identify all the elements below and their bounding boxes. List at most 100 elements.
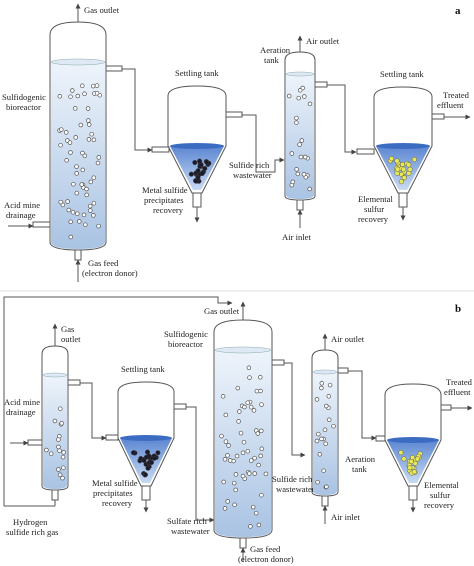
gas-bubble bbox=[248, 524, 253, 529]
reactor-b-1 bbox=[41, 345, 69, 491]
gas-bubble bbox=[247, 375, 252, 380]
gas-bubble bbox=[91, 137, 97, 143]
gas-bubble bbox=[44, 447, 49, 453]
gas-bubble bbox=[256, 462, 261, 468]
gas-bubble bbox=[297, 142, 302, 147]
particle bbox=[197, 158, 203, 164]
gas-bubble bbox=[238, 430, 244, 436]
particle bbox=[142, 472, 148, 478]
aeration-tank-a bbox=[284, 51, 316, 201]
settling-tank-a-1 bbox=[167, 85, 227, 208]
particle bbox=[155, 450, 161, 456]
gas-bubble bbox=[75, 211, 80, 216]
air-inlet-label-a: Air inlet bbox=[282, 232, 311, 242]
gas-bubble bbox=[319, 385, 324, 391]
particle bbox=[401, 175, 407, 181]
gas-bubble bbox=[258, 453, 263, 459]
gas-bubble bbox=[96, 155, 102, 160]
gas-bubble bbox=[84, 192, 89, 198]
elemental-label-b-1: Elemental bbox=[424, 480, 459, 490]
particle bbox=[195, 168, 201, 174]
gas-bubble bbox=[299, 138, 305, 143]
aeration-tank-b bbox=[311, 349, 339, 497]
gas-bubble bbox=[246, 365, 252, 371]
treated-label-b-1: Treated bbox=[446, 377, 473, 387]
gas-bubble bbox=[301, 172, 307, 177]
gas-bubble bbox=[252, 471, 257, 476]
gas-bubble bbox=[87, 203, 93, 209]
gas-bubble bbox=[86, 137, 92, 142]
elemental-label-b-2: sulfur bbox=[430, 490, 450, 500]
particle bbox=[148, 460, 154, 466]
bioreactor-label-a-2: bioreactor bbox=[6, 102, 41, 112]
gas-bubble bbox=[72, 106, 78, 111]
settling-label-a-2: Settling tank bbox=[380, 69, 424, 79]
gas-bubble bbox=[294, 115, 299, 121]
gas-bubble bbox=[235, 385, 241, 391]
gas-bubble bbox=[258, 375, 263, 380]
gas-bubble bbox=[81, 212, 87, 218]
gas-bubble bbox=[316, 431, 321, 437]
gas-bubble bbox=[56, 444, 61, 450]
gas-bubble bbox=[73, 135, 78, 140]
gas-bubble bbox=[322, 427, 328, 433]
gas-bubble bbox=[259, 446, 265, 452]
panel-label-a: a bbox=[455, 5, 461, 17]
gas-bubble bbox=[220, 394, 226, 399]
elemental-label-a-3: recovery bbox=[358, 214, 389, 224]
acid-label-a-1: Acid mine bbox=[4, 200, 40, 210]
gas-bubble bbox=[67, 140, 73, 145]
gas-bubble bbox=[219, 433, 224, 439]
gas-bubble bbox=[70, 88, 75, 93]
gas-feed-label-b-1: Gas feed bbox=[250, 544, 281, 554]
particle bbox=[389, 156, 395, 162]
gas-bubble bbox=[58, 199, 64, 205]
gas-bubble bbox=[58, 142, 63, 148]
gas-bubble bbox=[302, 94, 307, 99]
particle bbox=[145, 465, 151, 471]
gas-bubble bbox=[71, 181, 76, 187]
settling-tank-b-1 bbox=[117, 381, 175, 501]
particle bbox=[394, 170, 400, 176]
particle bbox=[192, 159, 198, 165]
bioreactor-label-a-1: Sulfidogenic bbox=[2, 92, 46, 102]
gas-bubble bbox=[263, 471, 269, 477]
gas-bubble bbox=[289, 151, 295, 156]
gas-bubble bbox=[252, 455, 257, 461]
gas-bubble bbox=[60, 475, 65, 481]
gas-bubble bbox=[86, 122, 92, 127]
gas-bubble bbox=[259, 492, 264, 498]
gas-feed-label-a-1: Gas feed bbox=[88, 258, 119, 268]
gas-bubble bbox=[259, 428, 264, 434]
gas-feed-label-a-2: (electron donor) bbox=[82, 268, 138, 278]
gas-bubble bbox=[255, 431, 261, 436]
particle bbox=[193, 178, 199, 184]
gas-bubble bbox=[242, 404, 247, 410]
particle bbox=[411, 156, 417, 162]
bioreactor-a bbox=[49, 21, 107, 251]
gas-bubble bbox=[77, 219, 82, 224]
gas-bubble bbox=[91, 213, 96, 218]
particle bbox=[394, 158, 400, 164]
gas-bubble bbox=[57, 448, 62, 453]
gas-bubble bbox=[253, 510, 259, 516]
gas-bubble bbox=[90, 83, 96, 89]
gas-bubble bbox=[226, 443, 231, 448]
treated-label-a-1: Treated bbox=[443, 90, 470, 100]
gas-bubble bbox=[82, 91, 87, 97]
air-outlet-label-b: Air outlet bbox=[331, 334, 365, 344]
gas-bubble bbox=[223, 412, 229, 418]
particle bbox=[408, 459, 414, 465]
gas-bubble bbox=[66, 207, 72, 213]
hydrogen-label-b-1: Hydrogen bbox=[13, 517, 48, 527]
gas-bubble bbox=[245, 400, 250, 405]
gas-bubble bbox=[74, 190, 80, 196]
gas-bubble bbox=[295, 171, 301, 177]
panel-label-b: b bbox=[455, 303, 461, 315]
gas-bubble bbox=[319, 381, 325, 386]
gas-bubble bbox=[254, 388, 260, 394]
gas-bubble bbox=[68, 219, 73, 225]
gas-bubble bbox=[240, 473, 246, 479]
gas-bubble bbox=[80, 83, 85, 89]
gas-label-b-1: Gas bbox=[61, 324, 75, 334]
